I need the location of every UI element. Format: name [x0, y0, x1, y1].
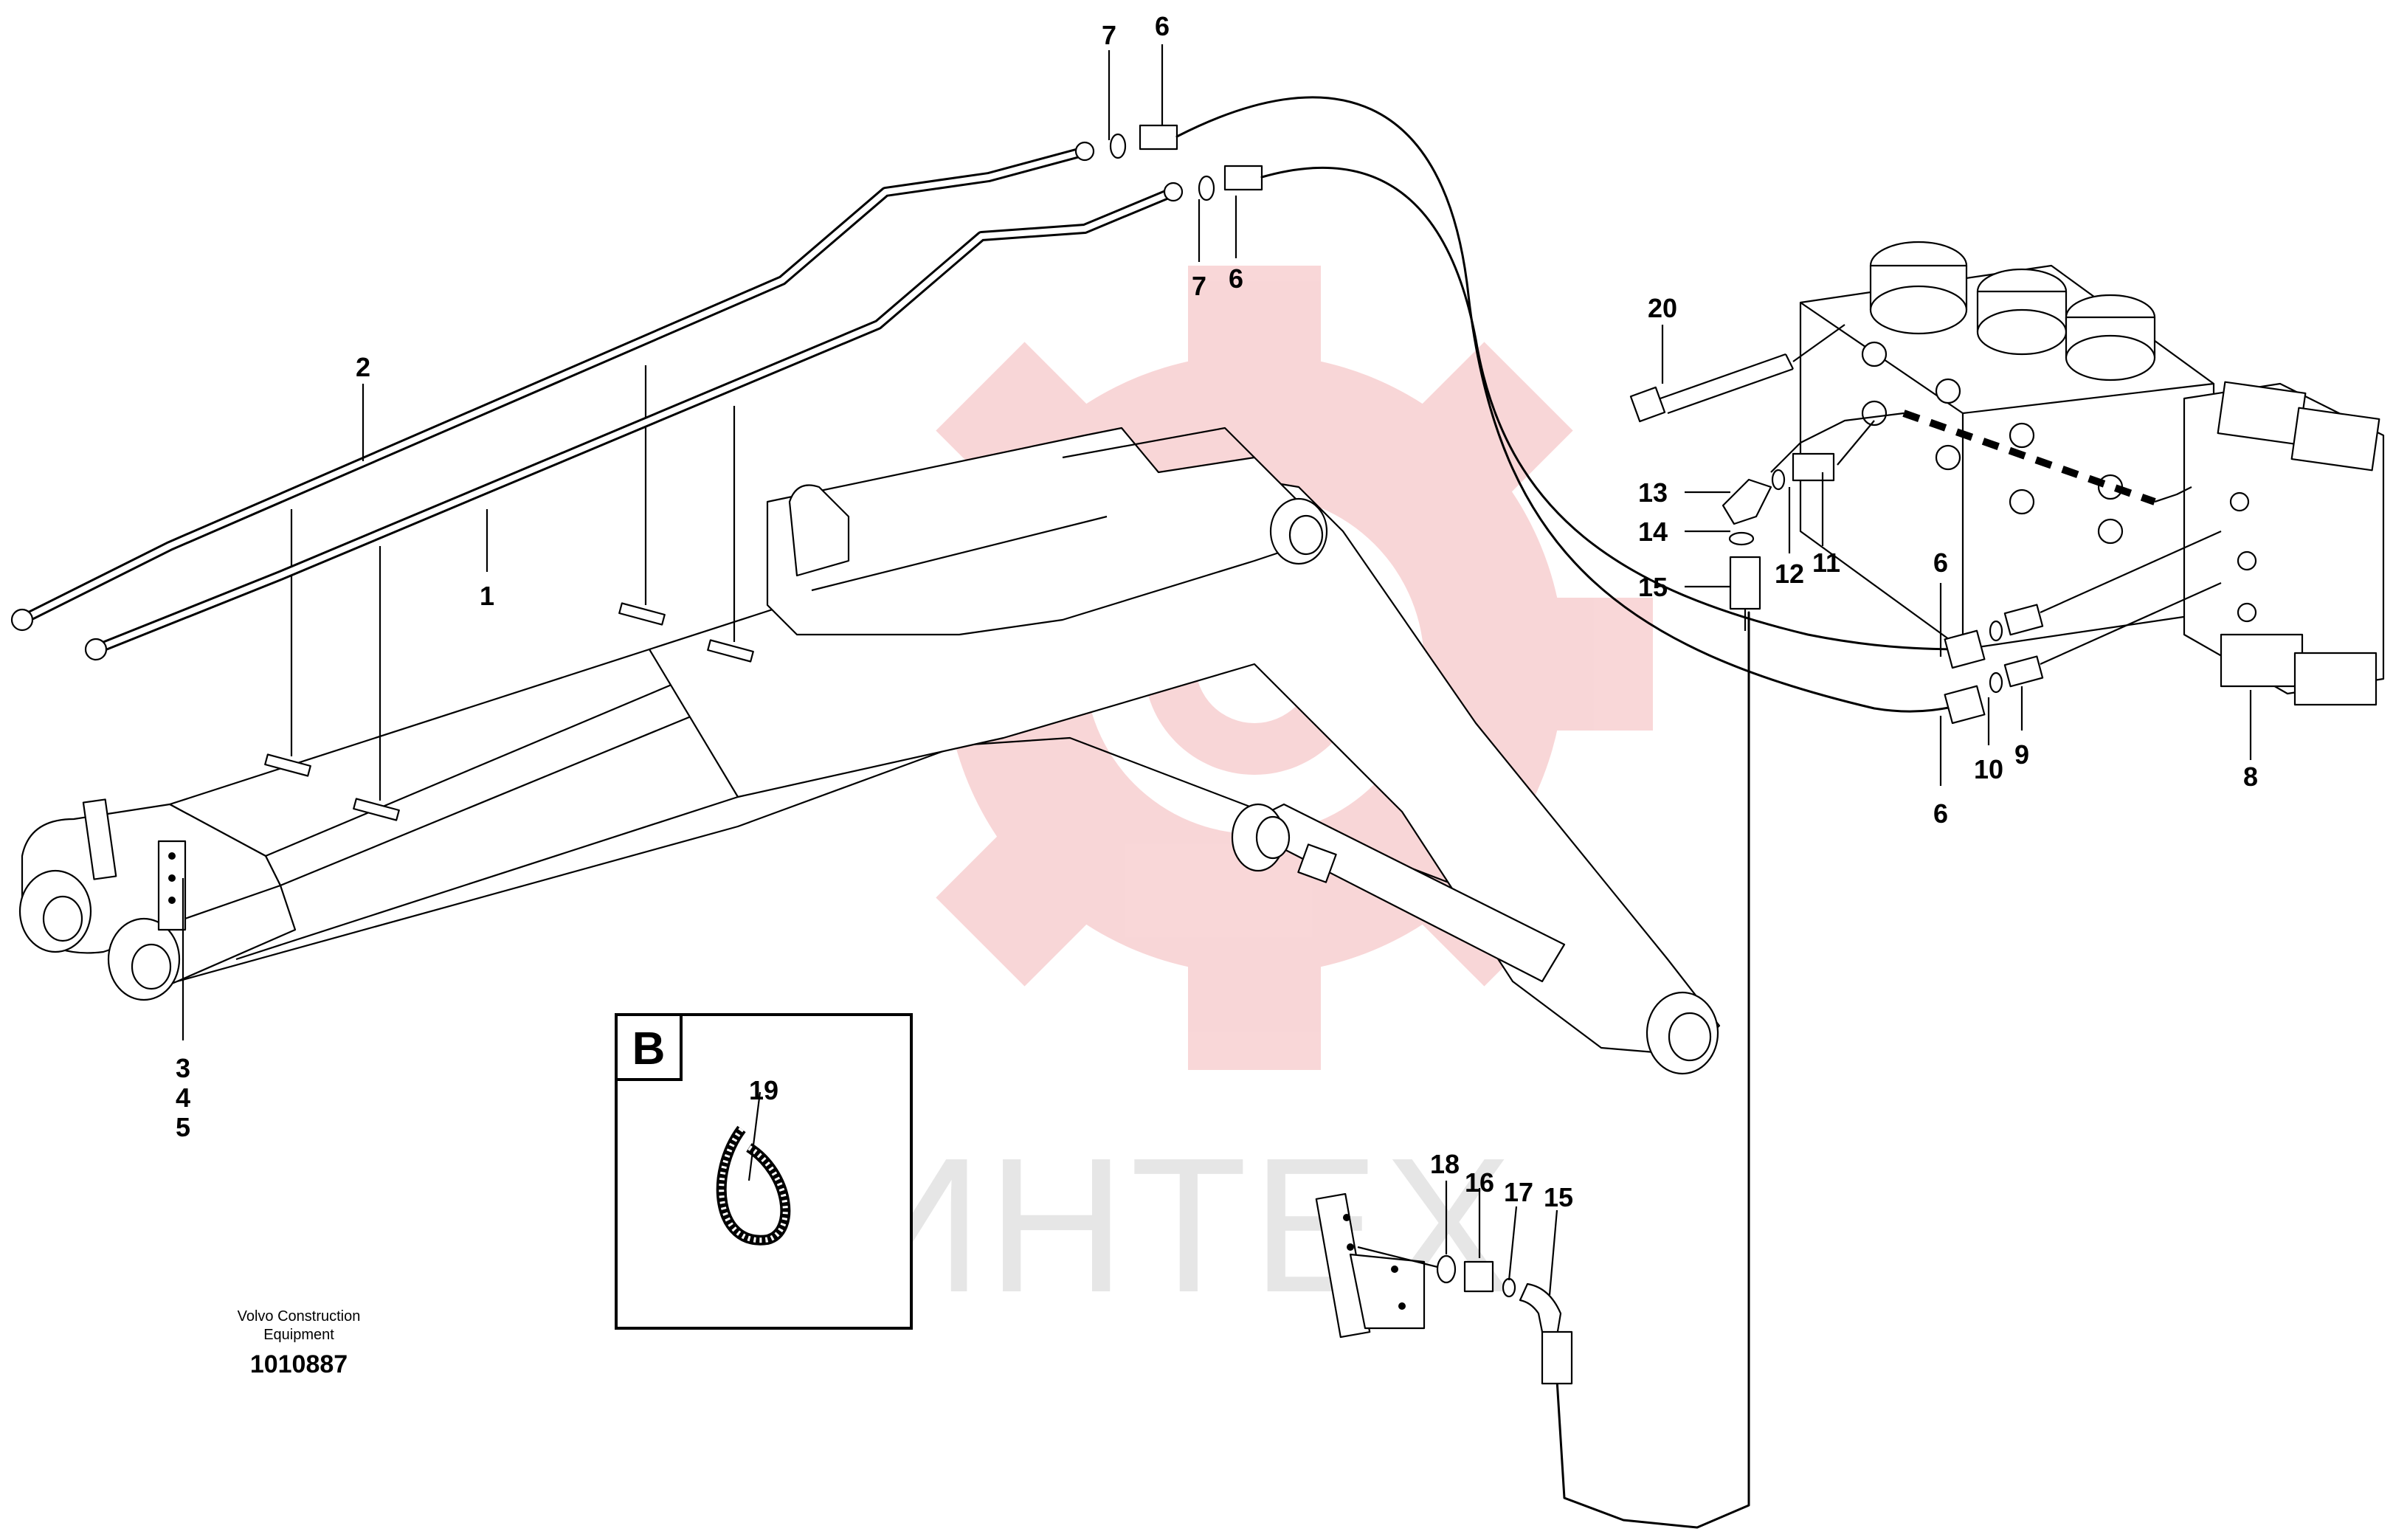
- upper-fittings: [1109, 124, 1263, 201]
- footer: Volvo Construction Equipment 1010887: [238, 1308, 361, 1378]
- label-part-6-right-lower: 6: [1933, 798, 1948, 829]
- label-part-6-top: 6: [1155, 11, 1170, 41]
- label-part-13: 13: [1638, 477, 1668, 508]
- tube-1: [84, 182, 1184, 661]
- label-part-3: 3: [176, 1053, 190, 1083]
- publisher-line-1: Volvo Construction: [238, 1308, 361, 1325]
- label-part-19: 19: [749, 1075, 778, 1105]
- label-part-14: 14: [1638, 517, 1668, 547]
- label-part-6-upper: 6: [1229, 263, 1243, 294]
- label-part-15-upper: 15: [1638, 572, 1668, 602]
- fittings-group-6-9-10: [1944, 530, 2222, 725]
- hoses: [1175, 96, 1979, 1529]
- bolt-20: [1629, 324, 1845, 423]
- drawing-number: 1010887: [250, 1350, 348, 1378]
- fittings-group-11-15: [1722, 420, 1875, 631]
- detail-view-b: B: [615, 1013, 913, 1330]
- label-part-2: 2: [356, 352, 370, 382]
- label-part-4: 4: [176, 1083, 190, 1113]
- label-part-10: 10: [1974, 754, 2003, 784]
- label-part-1: 1: [480, 581, 494, 611]
- label-part-6-right-upper: 6: [1933, 548, 1948, 578]
- label-part-9: 9: [2014, 739, 2029, 770]
- detail-view-letter: B: [632, 1023, 666, 1074]
- label-part-18: 18: [1430, 1149, 1460, 1179]
- label-part-5: 5: [176, 1112, 190, 1142]
- part-labels: 2 1 3 4 5 7 6 7 6 20 13 14 15 12 11 6 10…: [176, 11, 2258, 1212]
- label-part-12: 12: [1775, 559, 1804, 589]
- label-part-15-lower: 15: [1544, 1182, 1573, 1212]
- bottom-fittings-15-18: [1315, 1192, 1573, 1385]
- label-part-8: 8: [2243, 762, 2258, 792]
- leader-lines: [182, 44, 2252, 1296]
- label-part-17: 17: [1504, 1177, 1533, 1207]
- boom-assembly: [18, 365, 1721, 1075]
- label-part-16: 16: [1465, 1167, 1494, 1198]
- label-part-7-lower: 7: [1192, 271, 1206, 301]
- tube-2: [10, 141, 1095, 632]
- label-part-7-top: 7: [1102, 20, 1116, 50]
- publisher-line-2: Equipment: [263, 1327, 334, 1343]
- control-valve-block: [1770, 241, 2385, 706]
- label-part-11: 11: [1812, 548, 1840, 578]
- label-part-20: 20: [1648, 293, 1677, 323]
